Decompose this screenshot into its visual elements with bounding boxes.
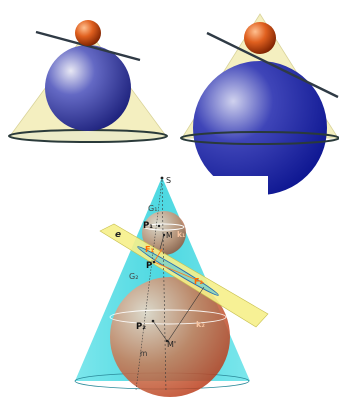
- cone-base-left: [8, 129, 168, 143]
- point-p1: [157, 224, 161, 228]
- label-g2: G₂: [129, 272, 138, 281]
- label-p: P: [146, 261, 152, 271]
- line-p2-mprime: [152, 320, 168, 342]
- label-f1: F₁: [145, 245, 154, 254]
- label-g1: G₁: [148, 204, 157, 213]
- radius-mprime-f2: [167, 286, 205, 342]
- cone-base-right: [180, 131, 339, 145]
- radius-m-f1: [159, 234, 165, 250]
- tangent-circle-k2: [109, 309, 227, 325]
- label-k1: k₁: [177, 230, 185, 239]
- small-sphere-left: [75, 20, 101, 46]
- label-p2: P₂: [136, 322, 146, 332]
- axis-line: [161, 179, 167, 393]
- label-mprime: M': [167, 340, 176, 349]
- blue-sphere-left: [45, 45, 131, 131]
- line-p-f2: [153, 261, 205, 284]
- point-m: [162, 233, 166, 237]
- blue-sphere-right: [193, 61, 327, 195]
- point-p: [152, 260, 156, 264]
- point-s: [160, 176, 164, 180]
- point-mprime: [165, 339, 169, 343]
- conic-section-ellipse: [137, 246, 219, 296]
- label-s: S: [166, 176, 171, 185]
- generator-line-g: [135, 179, 163, 391]
- cone-figure-right: [180, 13, 339, 195]
- point-p2: [151, 319, 155, 323]
- label-e: e: [115, 230, 121, 240]
- label-m: M: [166, 231, 172, 240]
- tangent-line-right: [206, 31, 339, 99]
- small-sphere-right: [244, 22, 276, 54]
- large-sphere: [110, 277, 230, 397]
- small-sphere: [142, 211, 186, 255]
- label-f2: F₂: [194, 277, 203, 286]
- cone-figure-left: [8, 20, 168, 143]
- label-p1: P₁: [143, 221, 153, 231]
- dandelin-figure: S G₁ P₁ M k₁ e F₁ P G₂ F₂ k₂ P₂ M' m: [71, 176, 269, 409]
- label-k2: k₂: [196, 320, 205, 329]
- label-m-line: m: [140, 349, 147, 358]
- line-p-f1: [153, 248, 163, 263]
- tangent-circle-k1: [143, 223, 185, 231]
